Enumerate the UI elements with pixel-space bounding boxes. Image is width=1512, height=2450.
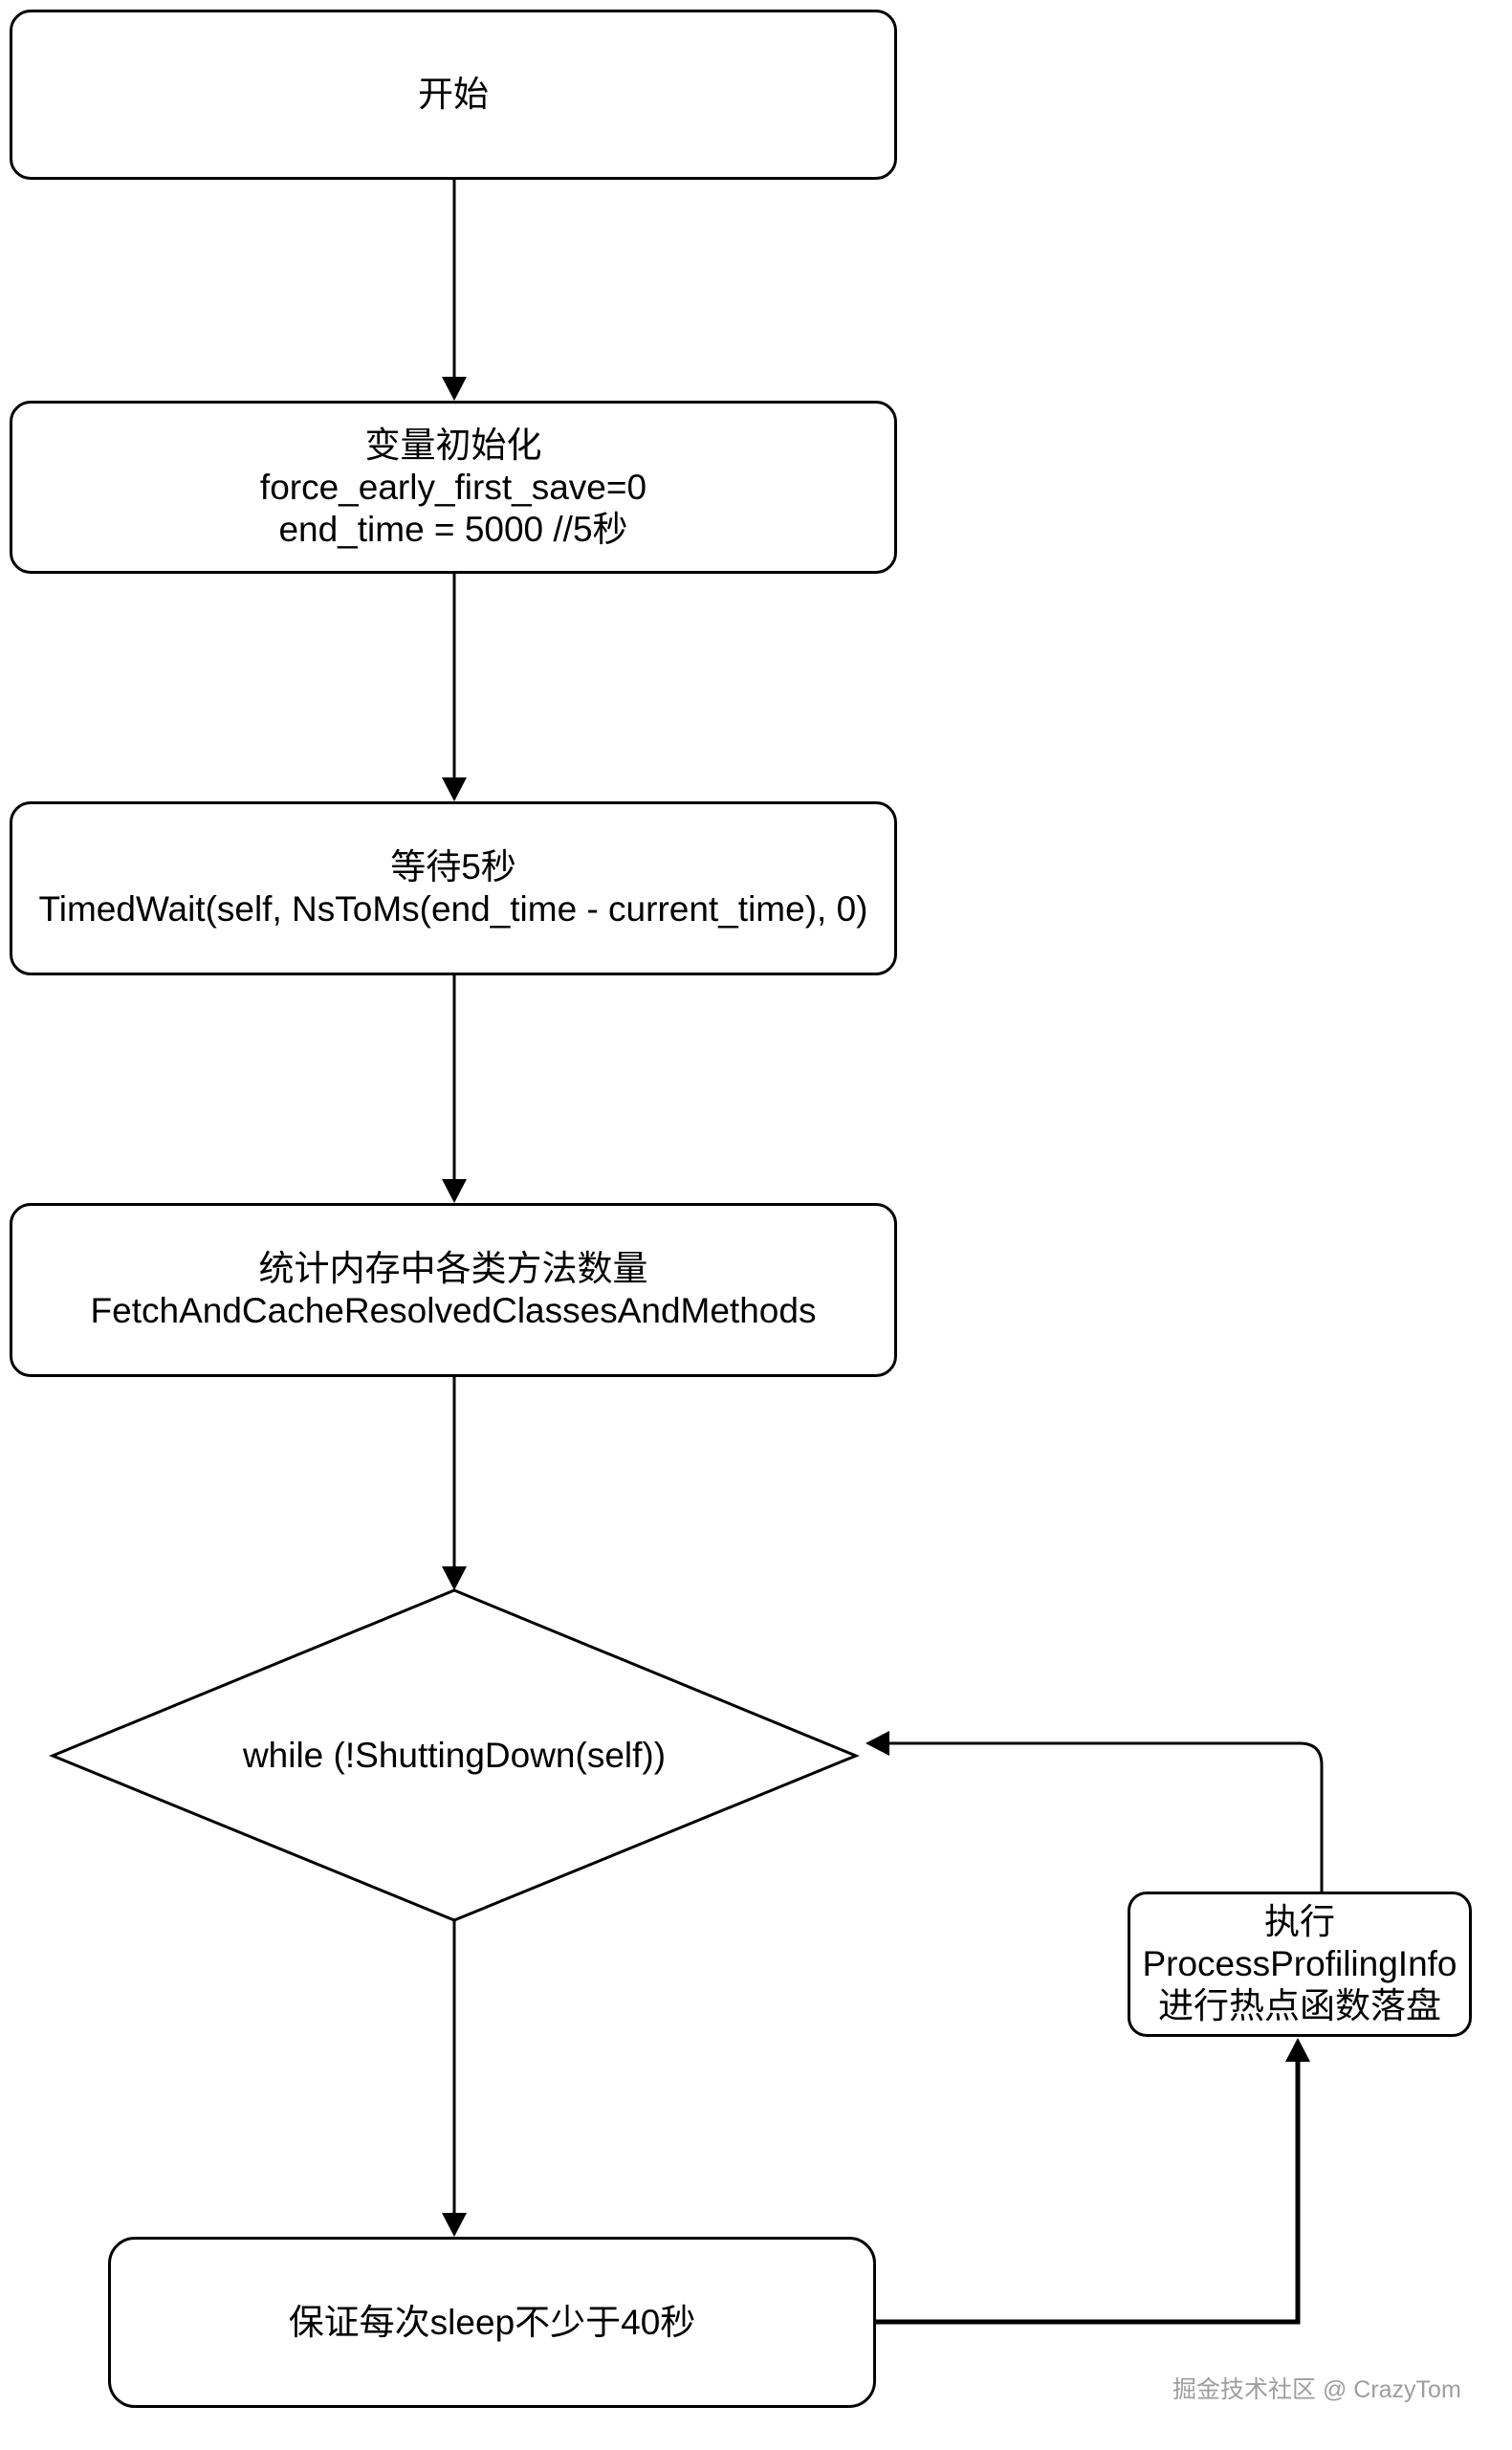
arrowhead-left-loop (866, 1731, 889, 1756)
arrowhead-down-fetch (442, 1179, 467, 1203)
arrowhead-down-init (442, 377, 467, 401)
decision-while-label: while (!ShuttingDown(self)) (242, 1735, 667, 1775)
decision-while-shape (49, 1588, 860, 1922)
arrowhead-down-wait (442, 777, 467, 801)
edge-sleep-process (876, 2060, 1301, 2325)
node-wait: 等待5秒 TimedWait(self, NsToMs(end_time - c… (10, 801, 897, 975)
node-start: 开始 (10, 10, 897, 180)
node-init-line-2: force_early_first_save=0 (259, 467, 647, 507)
node-wait-line-2: TimedWait(self, NsToMs(end_time - curren… (38, 889, 868, 929)
node-sleep: 保证每次sleep不少于40秒 (108, 2237, 876, 2408)
watermark: 掘金技术社区 @ CrazyTom (1172, 2376, 1461, 2403)
node-process: 执行 ProcessProfilingInfo 进行热点函数落盘 (1128, 1892, 1472, 2037)
node-process-line-2: ProcessProfilingInfo (1142, 1944, 1457, 1983)
node-fetch-line-2: FetchAndCacheResolvedClassesAndMethods (90, 1291, 817, 1330)
arrowhead-up-process (1285, 2038, 1310, 2062)
node-fetch: 统计内存中各类方法数量 FetchAndCacheResolvedClasses… (10, 1203, 897, 1377)
decision-while: while (!ShuttingDown(self)) (53, 1590, 856, 1920)
node-init: 变量初始化 force_early_first_save=0 end_time … (10, 401, 897, 574)
arrowhead-down-loop (442, 1566, 467, 1590)
edge-process-loop (887, 1741, 1324, 1892)
arrowhead-down-sleep (442, 2213, 467, 2237)
node-init-line-3: end_time = 5000 //5秒 (278, 509, 628, 549)
node-sleep-label: 保证每次sleep不少于40秒 (288, 2302, 696, 2342)
node-init-line-1: 变量初始化 (364, 425, 542, 465)
node-process-line-1: 执行 (1264, 1902, 1335, 1941)
node-fetch-line-1: 统计内存中各类方法数量 (258, 1249, 648, 1288)
node-wait-line-1: 等待5秒 (390, 847, 516, 886)
node-start-label: 开始 (418, 75, 489, 114)
node-process-line-3: 进行热点函数落盘 (1158, 1986, 1441, 2025)
